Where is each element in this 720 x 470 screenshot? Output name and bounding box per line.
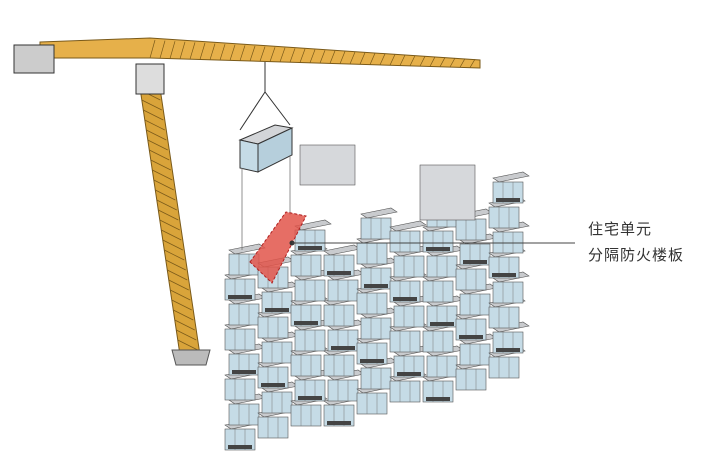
annotation-residential-unit: 住宅单元 [588,220,653,238]
module-unit [389,220,427,253]
module-unit [492,171,530,204]
module-unit [294,219,332,252]
annotation-fire-slab: 分隔防火楼板 [588,246,685,264]
tower-crane [13,37,481,366]
rooftop-module [299,144,356,186]
modular-building [224,144,530,451]
crane-counterweight [13,44,55,74]
crane-cab [135,63,165,95]
suspended-module [238,124,294,173]
crane-mast [139,87,201,356]
crane-jib [39,37,481,69]
crane-base [171,349,211,366]
module-unit [360,207,398,240]
sling-cables [239,91,291,131]
module-unit [323,244,361,277]
rooftop-module [419,164,476,221]
crane-jib-lattice [149,39,476,68]
crane-mast-lattice [140,89,200,361]
module-unit [228,393,266,426]
module-unit [228,243,266,276]
fire-separation-slab-highlight [249,211,307,284]
